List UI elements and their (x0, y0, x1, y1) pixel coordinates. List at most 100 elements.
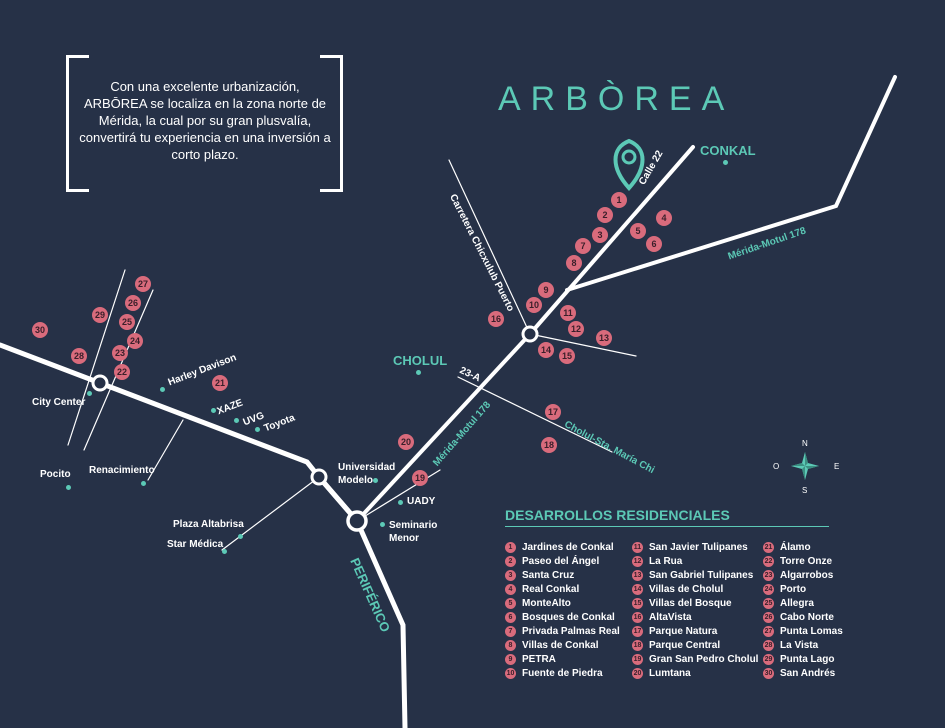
marker-12[interactable]: 12 (568, 321, 584, 337)
landmark-harley-dot (160, 387, 165, 392)
landmark-star-medica-dot (222, 549, 227, 554)
marker-13[interactable]: 13 (596, 330, 612, 346)
intro-paragraph: Con una excelente urbanización, ARBŌREA … (79, 79, 331, 162)
marker-9[interactable]: 9 (538, 282, 554, 298)
road-left-c (147, 419, 184, 481)
marker-5[interactable]: 5 (630, 223, 646, 239)
roundabout-universidad (310, 468, 328, 486)
marker-6[interactable]: 6 (646, 236, 662, 252)
marker-23[interactable]: 23 (112, 345, 128, 361)
marker-29[interactable]: 29 (92, 307, 108, 323)
marker-26[interactable]: 26 (125, 295, 141, 311)
marker-2[interactable]: 2 (597, 207, 613, 223)
landmark-star-medica: Star Médica (167, 539, 224, 550)
marker-11[interactable]: 11 (560, 305, 576, 321)
marker-7[interactable]: 7 (575, 238, 591, 254)
marker-19[interactable]: 19 (412, 470, 428, 486)
landmark-city-center: City Center (32, 397, 86, 408)
landmark-uady: UADY (407, 496, 436, 507)
landmark-toyota-dot (255, 427, 260, 432)
marker-22[interactable]: 22 (114, 364, 130, 380)
marker-14[interactable]: 14 (538, 342, 554, 358)
town-cholul: CHOLUL (393, 353, 448, 368)
merida-motul-ne-road (565, 75, 897, 292)
marker-15[interactable]: 15 (559, 348, 575, 364)
marker-25[interactable]: 25 (119, 314, 135, 330)
northwest-road (0, 342, 360, 524)
compass-east: E (834, 462, 840, 471)
legend-title: DESARROLLOS RESIDENCIALES (505, 507, 730, 523)
landmark-uvg-dot (234, 418, 239, 423)
marker-8[interactable]: 8 (566, 255, 582, 271)
compass-north: N (802, 439, 808, 448)
town-conkal: CONKAL (700, 143, 756, 158)
road-left-d (221, 476, 320, 551)
landmark-renacimiento-dot (141, 481, 146, 486)
brand-logo: ARBÒREA (498, 80, 735, 118)
town-conkal-dot (723, 160, 728, 165)
chicxulub-road (448, 159, 531, 335)
marker-1[interactable]: 1 (611, 192, 627, 208)
marker-10[interactable]: 10 (526, 297, 542, 313)
roundabout-periferico (346, 510, 368, 532)
periferico-road (316, 474, 408, 728)
roundabout-cholul (521, 325, 539, 343)
left-bracket (66, 55, 89, 192)
compass-rose-icon (791, 452, 819, 480)
town-cholul-dot (416, 370, 421, 375)
marker-17[interactable]: 17 (545, 404, 561, 420)
marker-27[interactable]: 27 (135, 276, 151, 292)
landmark-modelo: Modelo (338, 475, 373, 486)
cross-road-13 (529, 333, 637, 357)
landmark-universidad: Universidad (338, 462, 396, 473)
marker-24[interactable]: 24 (127, 333, 143, 349)
landmark-universidad-dot (373, 478, 378, 483)
roundabout-city-center (91, 374, 109, 392)
marker-30[interactable]: 30 (32, 322, 48, 338)
marker-3[interactable]: 3 (592, 227, 608, 243)
landmark-seminario: Seminario (389, 520, 438, 531)
marker-4[interactable]: 4 (656, 210, 672, 226)
location-pin-icon (613, 138, 645, 191)
marker-28[interactable]: 28 (71, 348, 87, 364)
landmark-uady-dot (398, 500, 403, 505)
legend-divider (505, 526, 829, 527)
road-left-a (67, 269, 126, 446)
right-bracket (320, 55, 343, 192)
marker-18[interactable]: 18 (541, 437, 557, 453)
marker-21[interactable]: 21 (212, 375, 228, 391)
landmark-seminario-dot (380, 522, 385, 527)
landmark-xaze-dot (211, 408, 216, 413)
marker-16[interactable]: 16 (488, 311, 504, 327)
marker-20[interactable]: 20 (398, 434, 414, 450)
compass-west: O (773, 462, 780, 471)
landmark-pocito: Pocito (40, 469, 71, 480)
